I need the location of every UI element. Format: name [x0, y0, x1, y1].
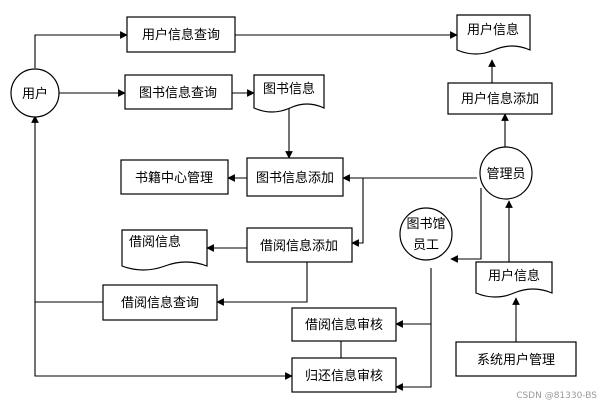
user-info-doc-right-label: 用户信息 — [488, 268, 540, 284]
watermark: CSDN @81330-BS — [516, 391, 597, 401]
borrow-info-query-label: 借阅信息查询 — [121, 295, 199, 311]
edge-junction-to-borrow-info-add — [351, 178, 364, 247]
admin-label: 管理员 — [486, 167, 525, 182]
user-label: 用户 — [22, 86, 48, 102]
return-info-review-box: 归还信息审核 — [291, 357, 397, 393]
book-info-add-label: 图书信息添加 — [256, 170, 334, 186]
edge-borrow-query-to-user — [31, 115, 103, 303]
sys-user-mgmt-label: 系统用户管理 — [477, 352, 555, 368]
librarian-label-line2: 员工 — [413, 238, 439, 253]
borrow-info-doc-label: 借阅信息 — [129, 234, 181, 250]
sys-user-mgmt-box: 系统用户管理 — [455, 341, 577, 377]
edge-librarian-to-borrow-review — [395, 268, 432, 328]
edge-borrow-info-add-to-borrow-info-query — [216, 262, 308, 306]
book-center-mgmt-label: 书籍中心管理 — [135, 170, 213, 186]
edge-admin-to-librarian — [450, 188, 482, 263]
librarian-node: 图书馆 员工 — [399, 207, 453, 261]
user-info-query-label: 用户信息查询 — [142, 27, 220, 43]
book-info-query-label: 图书信息查询 — [139, 85, 217, 101]
borrow-info-query-box: 借阅信息查询 — [102, 284, 218, 321]
return-info-review-label: 归还信息审核 — [305, 368, 383, 384]
borrow-info-add-box: 借阅信息添加 — [246, 227, 353, 263]
edges — [31, 31, 520, 391]
book-info-doc: 图书信息 — [253, 74, 325, 113]
librarian-label-line1: 图书馆 — [406, 217, 445, 232]
edge-user-to-user-info-query — [34, 31, 128, 68]
borrow-info-add-label: 借阅信息添加 — [260, 238, 338, 254]
user-info-doc-right: 用户信息 — [475, 261, 553, 298]
book-center-mgmt-box: 书籍中心管理 — [120, 159, 229, 195]
user-node: 用户 — [10, 68, 60, 118]
user-info-add-label: 用户信息添加 — [461, 91, 539, 107]
user-info-doc-top: 用户信息 — [456, 14, 531, 55]
user-info-query-box: 用户信息查询 — [126, 16, 236, 53]
book-info-doc-label: 图书信息 — [263, 81, 315, 97]
book-info-add-box: 图书信息添加 — [246, 157, 344, 197]
borrow-info-review-box: 借阅信息审核 — [291, 307, 397, 342]
borrow-info-doc: 借阅信息 — [121, 229, 208, 271]
book-info-query-box: 图书信息查询 — [124, 74, 233, 110]
edge-librarian-to-return-review — [395, 324, 432, 391]
user-info-doc-top-label: 用户信息 — [467, 22, 519, 38]
borrow-info-review-label: 借阅信息审核 — [305, 317, 383, 333]
user-info-add-box: 用户信息添加 — [447, 82, 553, 115]
edge-user-to-return-review — [34, 302, 293, 380]
admin-node: 管理员 — [479, 146, 533, 200]
